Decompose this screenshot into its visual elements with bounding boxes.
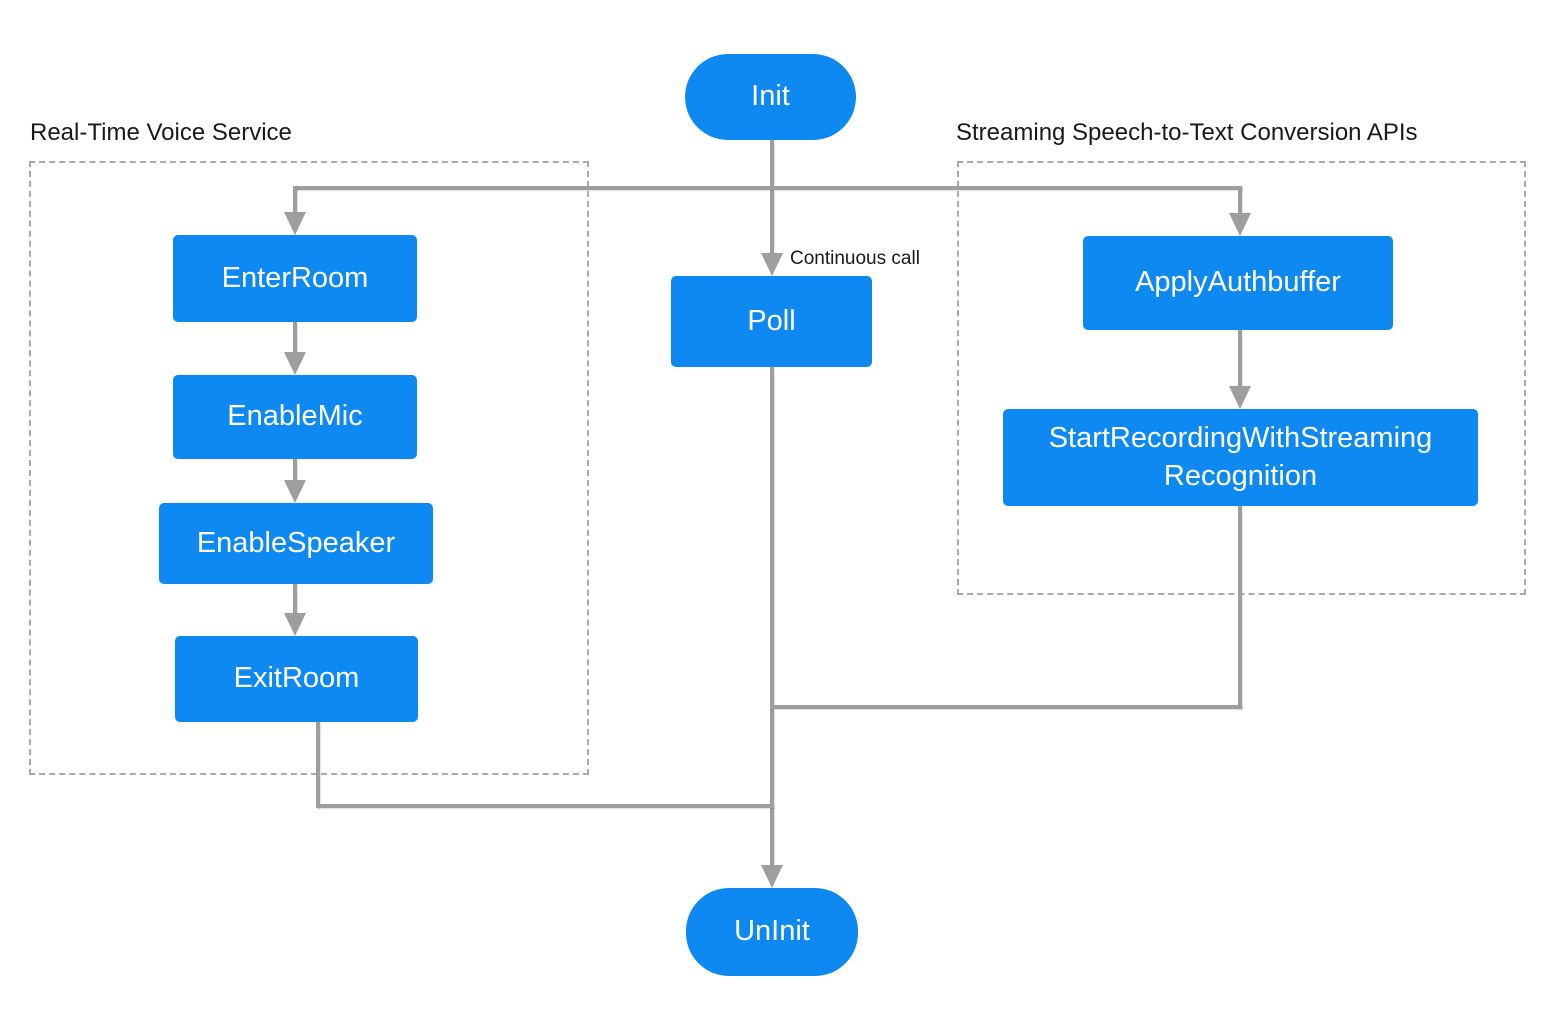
arrowhead-into-uninit bbox=[761, 865, 783, 888]
left-group-box bbox=[29, 161, 589, 775]
arrowhead-into-poll bbox=[761, 253, 783, 276]
connector-poll-to-uninit bbox=[770, 367, 774, 867]
left-group-title: Real-Time Voice Service bbox=[30, 119, 292, 146]
connector-branch-to-applyauthbuffer bbox=[1238, 186, 1242, 215]
arrowhead-into-applyauthbuffer bbox=[1229, 213, 1251, 236]
node-enablespeaker: EnableSpeaker bbox=[159, 503, 433, 584]
node-enterroom-label: EnterRoom bbox=[221, 261, 369, 294]
connector-init-to-poll bbox=[770, 140, 774, 255]
connector-enablespeaker-to-exitroom bbox=[293, 583, 297, 615]
connector-enterroom-to-enablemic bbox=[293, 322, 297, 354]
node-uninit: UnInit bbox=[686, 888, 858, 976]
node-enablemic: EnableMic bbox=[173, 375, 417, 459]
node-applyauthbuffer: ApplyAuthbuffer bbox=[1083, 236, 1393, 330]
right-group-title: Streaming Speech-to-Text Conversion APIs bbox=[956, 119, 1418, 146]
node-enablemic-label: EnableMic bbox=[227, 400, 363, 433]
node-startrecording: StartRecordingWithStreaming Recognition bbox=[1003, 409, 1478, 506]
connector-startrecording-return-vertical bbox=[1238, 506, 1242, 709]
node-startrecording-label-line2: Recognition bbox=[1163, 459, 1318, 492]
node-applyauthbuffer-label: ApplyAuthbuffer bbox=[1135, 266, 1341, 299]
connector-exitroom-return-horizontal bbox=[316, 804, 774, 808]
arrowhead-into-enterroom bbox=[284, 212, 306, 235]
arrowhead-into-enablemic bbox=[284, 352, 306, 375]
node-startrecording-label-line1: StartRecordingWithStreaming bbox=[1048, 421, 1433, 454]
connector-startrecording-return-horizontal bbox=[770, 705, 1242, 709]
connector-enablemic-to-enablespeaker bbox=[293, 459, 297, 482]
node-enablespeaker-label: EnableSpeaker bbox=[196, 526, 396, 559]
node-enterroom: EnterRoom bbox=[173, 235, 417, 322]
connector-branch-horizontal bbox=[293, 186, 1242, 190]
connector-applyauthbuffer-to-startrecording bbox=[1238, 330, 1242, 388]
node-exitroom-label: ExitRoom bbox=[233, 662, 360, 695]
connector-exitroom-return-vertical bbox=[316, 721, 320, 808]
arrowhead-into-enablespeaker bbox=[284, 480, 306, 503]
node-init: Init bbox=[685, 54, 856, 140]
node-init-label: Init bbox=[751, 80, 790, 113]
arrowhead-into-startrecording bbox=[1229, 386, 1251, 409]
connector-branch-to-enterroom bbox=[293, 186, 297, 214]
continuous-call-label: Continuous call bbox=[790, 248, 920, 269]
node-poll-label: Poll bbox=[747, 304, 796, 337]
node-exitroom: ExitRoom bbox=[175, 636, 418, 722]
arrowhead-into-exitroom bbox=[284, 613, 306, 636]
node-poll: Poll bbox=[671, 276, 872, 367]
node-uninit-label: UnInit bbox=[734, 915, 810, 948]
